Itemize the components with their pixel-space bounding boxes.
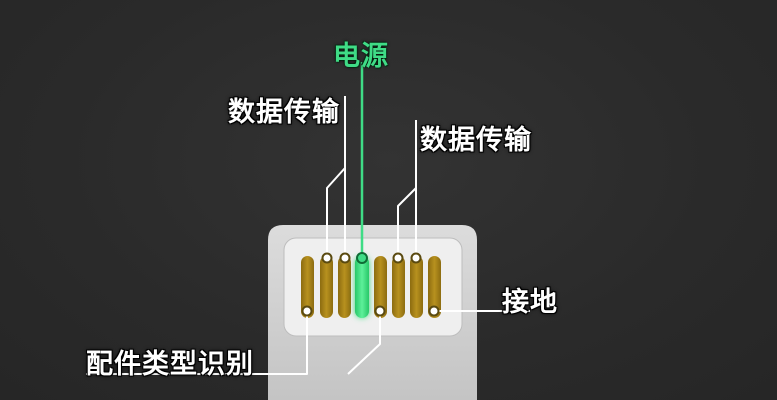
- pin-3: [338, 256, 351, 318]
- pin-5: [374, 256, 387, 318]
- data-left-leader-a: [326, 167, 346, 258]
- terminal-dots: [301, 252, 440, 317]
- dot-power-top: [356, 252, 368, 264]
- dot-pin-8-bottom: [428, 305, 440, 317]
- dot-pin-3-top: [339, 252, 351, 264]
- pin-4-power: [355, 256, 369, 318]
- dot-pin-1-bottom: [301, 305, 313, 317]
- pin-8: [428, 256, 441, 318]
- data-transfer-left-label: 数据传输: [228, 97, 340, 128]
- contact-pins: [301, 256, 441, 318]
- leader-lines: [86, 62, 530, 375]
- accessory-id-leader-a: [86, 311, 308, 375]
- pin-6: [392, 256, 405, 318]
- pin-1: [301, 256, 314, 318]
- dot-pin-5-top: [392, 252, 404, 264]
- pin-7: [410, 256, 423, 318]
- dot-pin-2-top: [321, 252, 333, 264]
- pin-2: [320, 256, 333, 318]
- accessory-id-label: 配件类型识别: [86, 349, 254, 380]
- accessory-id-leader-b: [347, 311, 381, 375]
- dot-pin-5-bottom: [374, 305, 386, 317]
- power-label: 电源: [333, 41, 389, 72]
- data-transfer-right-label: 数据传输: [420, 125, 532, 156]
- ground-label: 接地: [502, 287, 558, 318]
- data-right-leader-a: [397, 187, 417, 258]
- dot-pin-6-top: [410, 252, 422, 264]
